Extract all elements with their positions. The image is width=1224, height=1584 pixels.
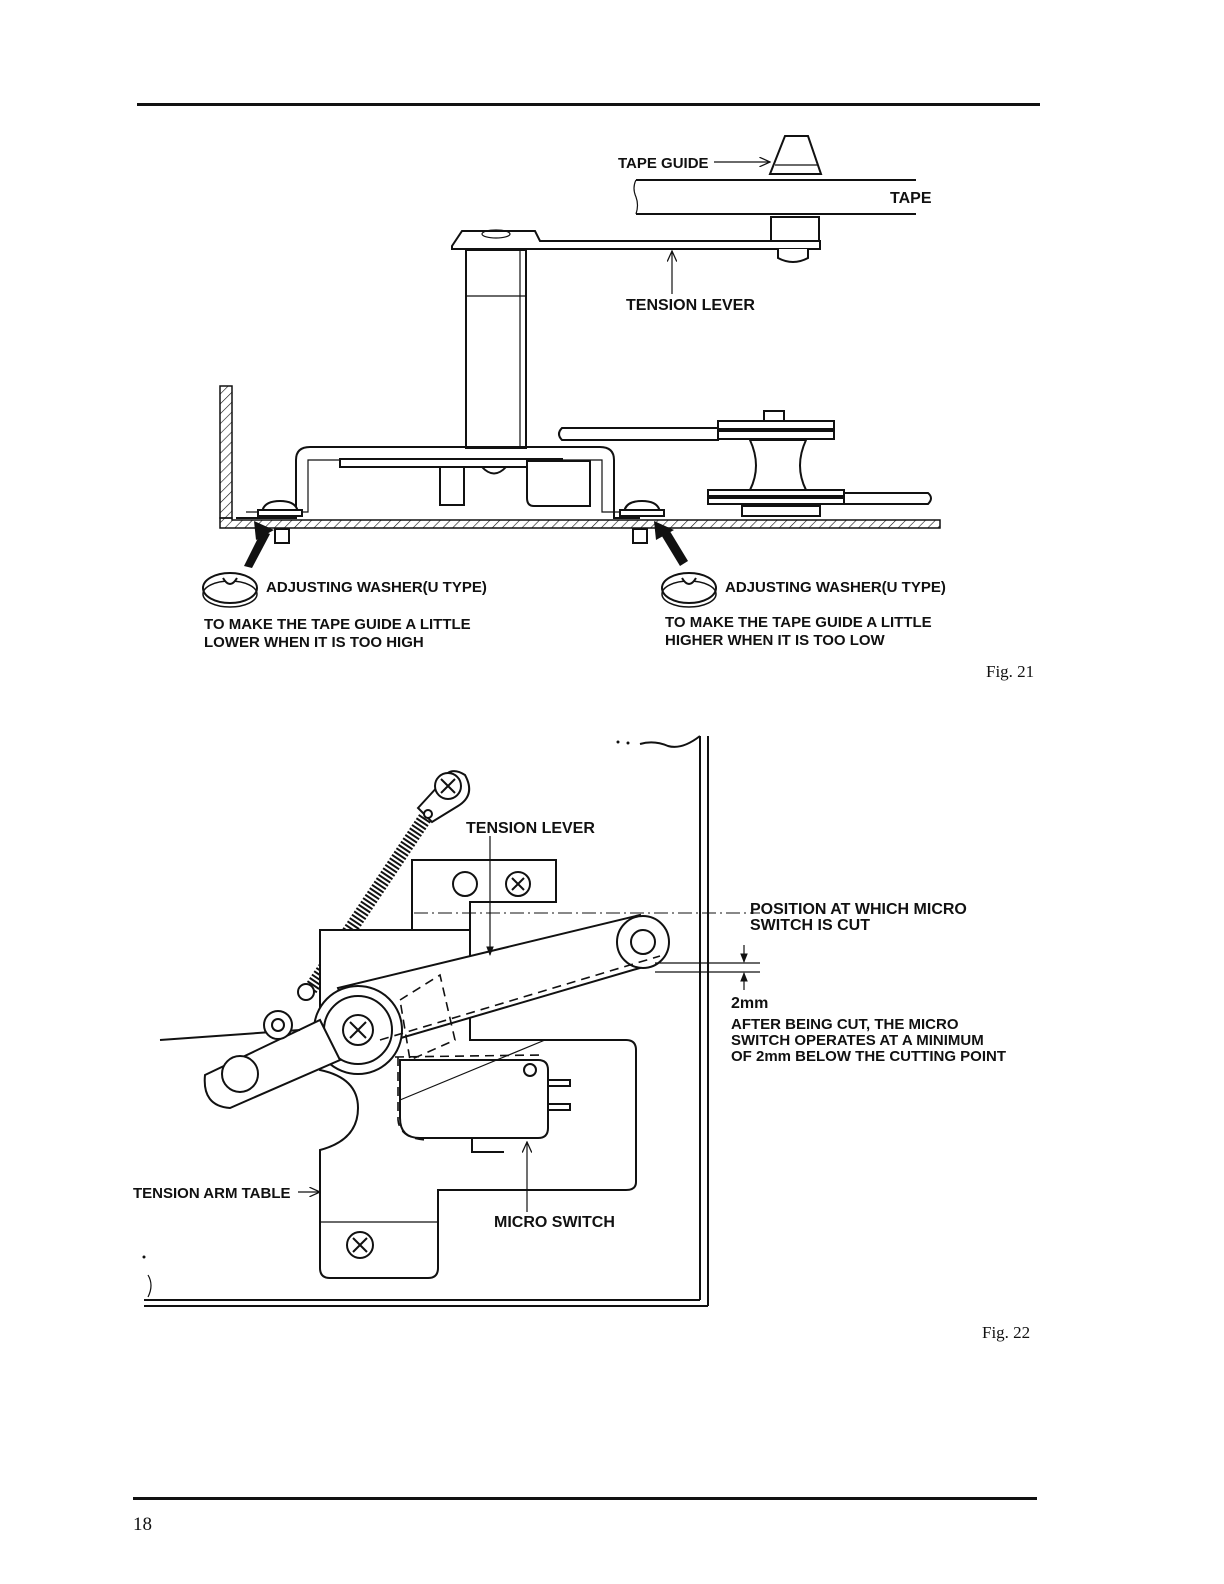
label-washer-right: ADJUSTING WASHER(U TYPE) — [725, 579, 946, 596]
label-micro-switch: MICRO SWITCH — [494, 1214, 615, 1231]
fig21-leaders — [244, 162, 770, 568]
tape — [633, 179, 916, 215]
note-after-line3: OF 2mm BELOW THE CUTTING POINT — [731, 1048, 1006, 1065]
note-right-line2: HIGHER WHEN IT IS TOO LOW — [665, 632, 886, 649]
label-position-line1: POSITION AT WHICH MICRO — [750, 901, 967, 918]
top-rule — [137, 103, 1040, 106]
label-washer-left: ADJUSTING WASHER(U TYPE) — [266, 579, 487, 596]
label-tape: TAPE — [890, 190, 932, 207]
tape-guide — [768, 135, 823, 175]
tension-lever-side — [451, 216, 821, 263]
label-2mm: 2mm — [731, 995, 768, 1012]
post — [465, 249, 527, 449]
mount-screw-top — [416, 770, 471, 824]
tension-lever-top — [159, 913, 670, 1110]
note-after-line1: AFTER BEING CUT, THE MICRO — [731, 1016, 959, 1033]
note-left-line2: LOWER WHEN IT IS TOO HIGH — [204, 634, 424, 651]
note-after-line2: SWITCH OPERATES AT A MINIMUM — [731, 1032, 984, 1049]
label-tension-arm-table: TENSION ARM TABLE — [133, 1185, 291, 1202]
fig21-caption: Fig. 21 — [986, 662, 1034, 681]
pulley — [558, 410, 932, 517]
label-tension-lever-fig21: TENSION LEVER — [626, 297, 755, 314]
note-right-line1: TO MAKE THE TAPE GUIDE A LITTLE — [665, 614, 932, 631]
label-tape-guide: TAPE GUIDE — [618, 155, 709, 172]
page-number: 18 — [133, 1514, 152, 1535]
bottom-rule — [133, 1497, 1037, 1500]
fig22-caption: Fig. 22 — [982, 1323, 1030, 1342]
washer-icon-left — [202, 572, 258, 608]
chassis-plate — [219, 385, 941, 544]
fig22-leaders — [298, 836, 527, 1212]
washer-icon-right — [661, 572, 717, 608]
cut-position-lines — [379, 912, 760, 1141]
note-left-line1: TO MAKE THE TAPE GUIDE A LITTLE — [204, 616, 471, 633]
label-tension-lever-fig22: TENSION LEVER — [466, 820, 595, 837]
frame-outline — [142, 735, 709, 1307]
label-position-line2: SWITCH IS CUT — [750, 917, 870, 934]
